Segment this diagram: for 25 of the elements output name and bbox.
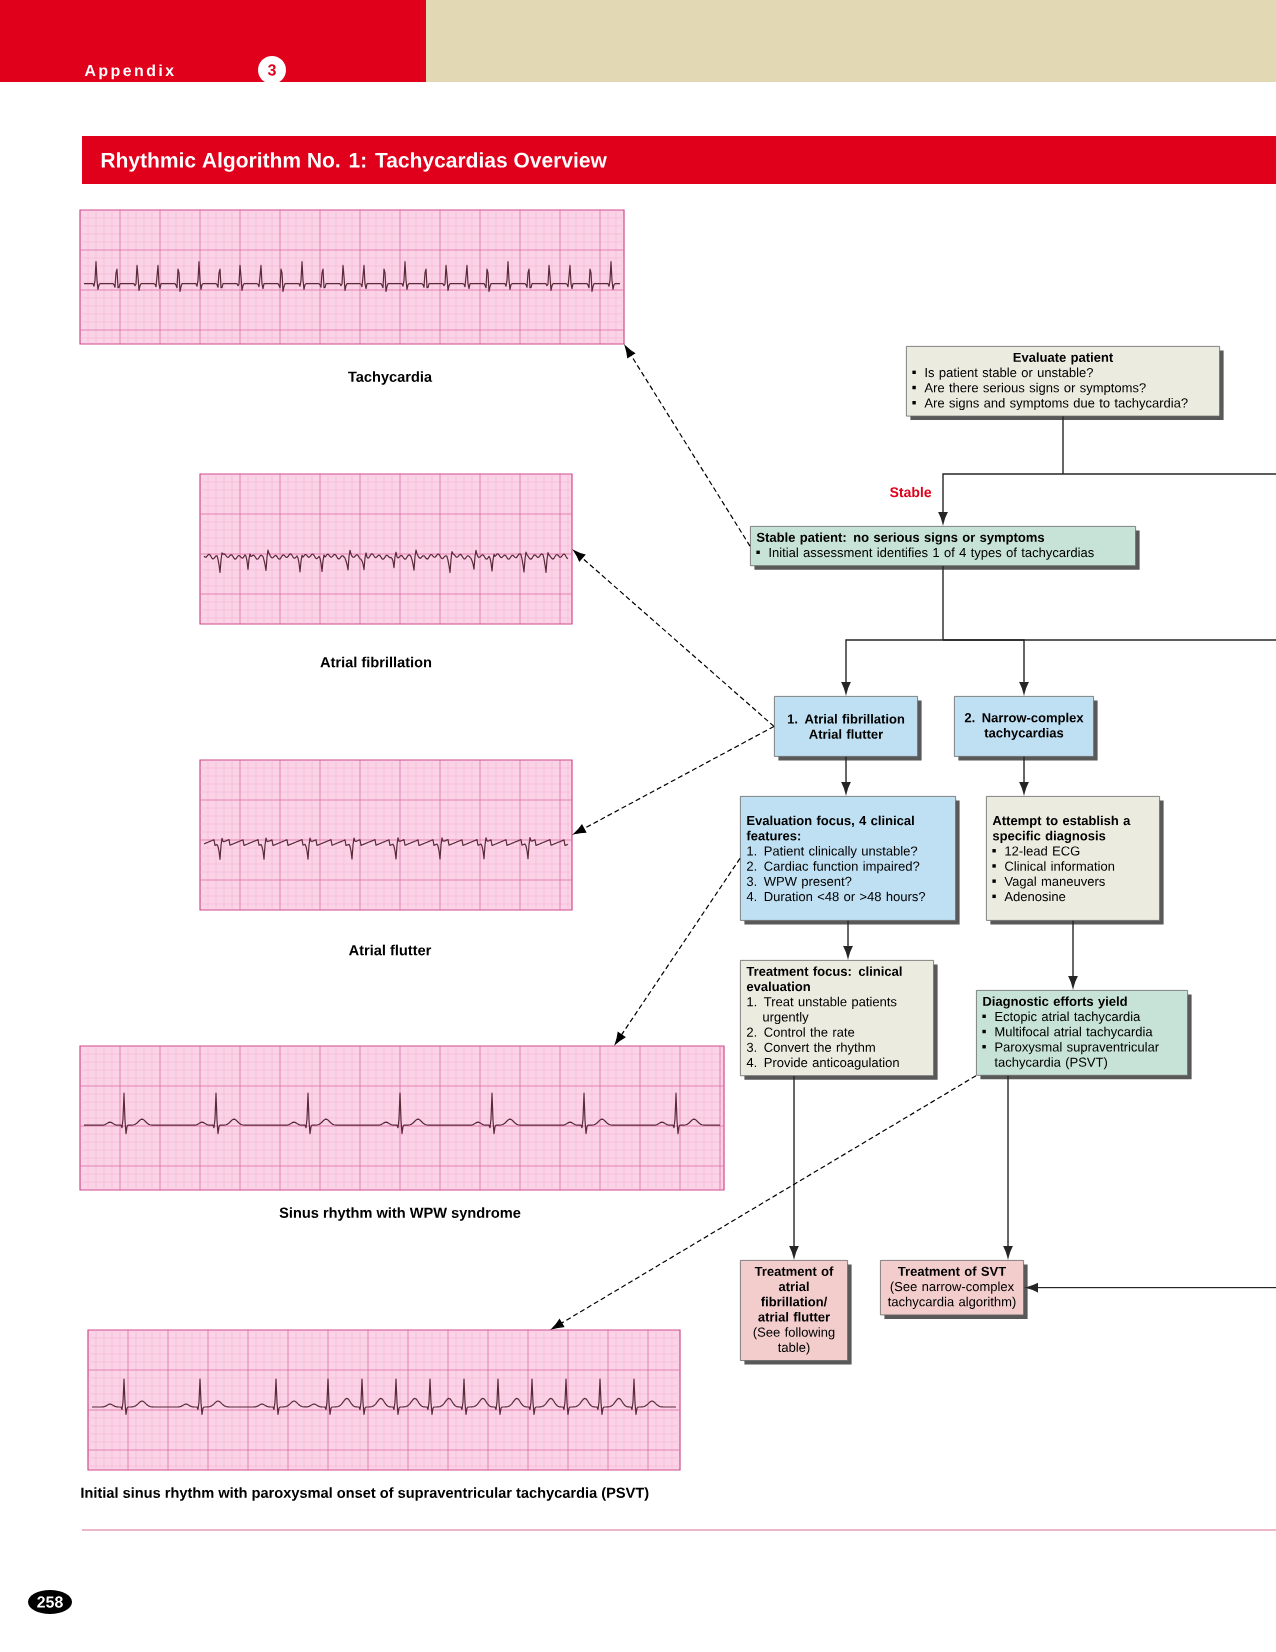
dashed-arrow (573, 725, 775, 835)
arrow (1026, 1283, 1276, 1293)
number-badge: 3 (258, 56, 286, 84)
arrow (1019, 756, 1029, 794)
dashed-arrow (551, 1075, 977, 1330)
arrow (841, 756, 851, 794)
connector-line (942, 565, 944, 641)
arrow (1068, 920, 1078, 988)
page-number: 258 (28, 1590, 72, 1614)
ecg-strip-drawing (199, 473, 573, 625)
title-bar: Rhythmic Algorithm No. 1: Tachycardias Overview (82, 136, 1276, 184)
ecg-strip-drawing (87, 1329, 681, 1471)
dashed-arrow (573, 550, 775, 727)
arrow (789, 1075, 799, 1258)
dashed-arrow (624, 345, 751, 547)
arrow (1003, 1075, 1013, 1258)
ecg-strip-drawing (199, 759, 573, 911)
ecg-strip-drawing (79, 209, 625, 345)
ecg-strip-drawing (79, 1045, 725, 1191)
connector-line (1062, 415, 1064, 475)
dashed-arrow (614, 857, 741, 1045)
arrow (938, 473, 1064, 524)
appendix-label: Appendix (84, 64, 174, 80)
arrow (841, 639, 944, 694)
arrow (843, 920, 853, 958)
